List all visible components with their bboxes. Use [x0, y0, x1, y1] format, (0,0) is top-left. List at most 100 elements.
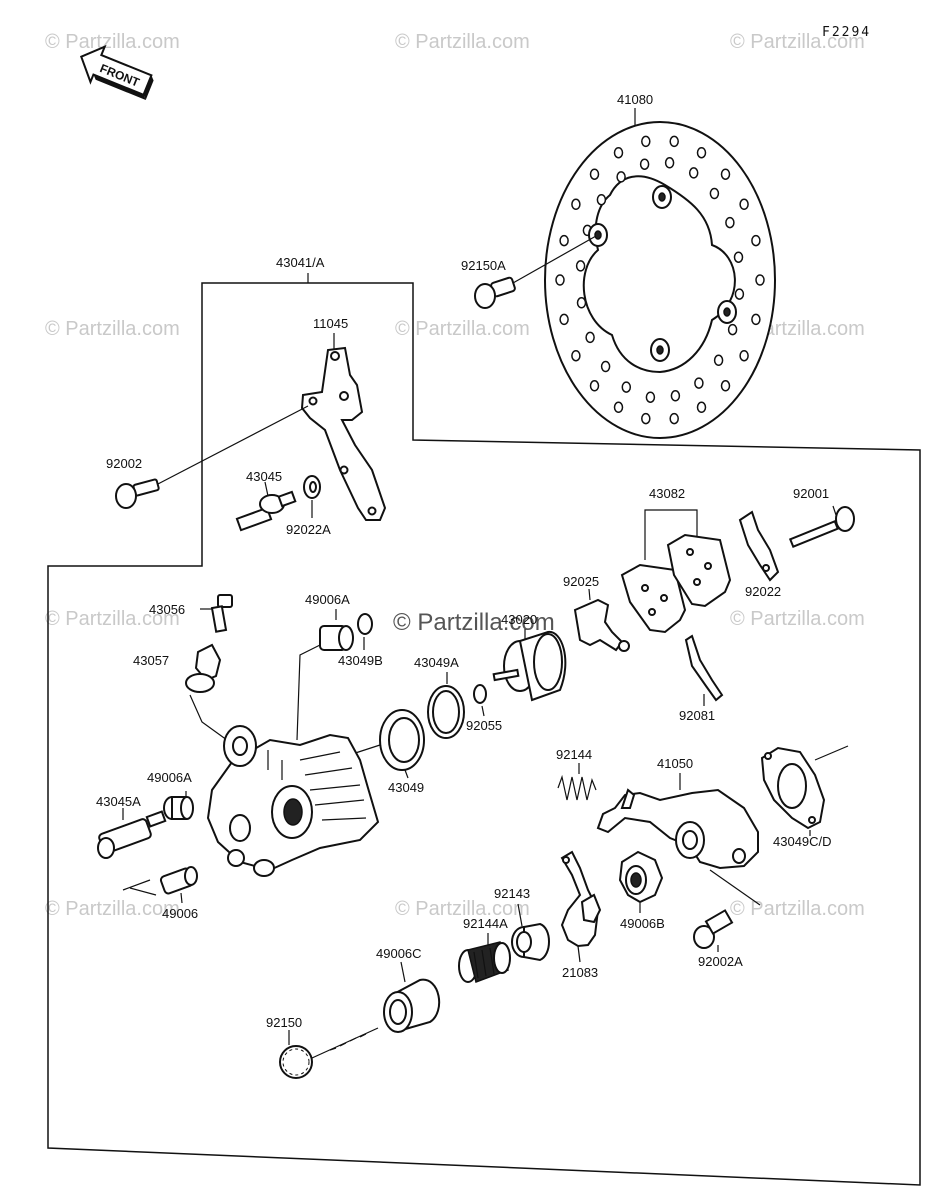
disc-hole	[559, 313, 569, 326]
watermark: © Partzilla.com	[395, 318, 530, 340]
boot-49006B	[618, 850, 664, 913]
label-92150A: 92150A	[461, 258, 506, 273]
disc-hole	[641, 135, 651, 148]
watermark: © Partzilla.com	[730, 31, 865, 53]
front-arrow-icon: FRONT	[79, 44, 154, 100]
label-43057: 43057	[133, 653, 169, 668]
shim-92025	[573, 588, 630, 652]
lever-41050	[596, 773, 759, 870]
disc-hole	[734, 288, 745, 300]
label-43045: 43045	[246, 469, 282, 484]
pin-43045A	[97, 808, 167, 859]
disc-hole	[641, 412, 651, 425]
disc-hole	[669, 412, 679, 425]
spring-92081	[684, 634, 724, 706]
disc-hole	[739, 349, 749, 362]
disc-hole	[664, 157, 675, 169]
label-43082: 43082	[649, 486, 685, 501]
label-92143: 92143	[494, 886, 530, 901]
washer-92022A	[303, 475, 321, 518]
label-43045A: 43045A	[96, 794, 141, 809]
label-92002: 92002	[106, 456, 142, 471]
disc-hole	[571, 198, 581, 211]
watermark: © Partzilla.com	[730, 898, 865, 920]
label-43020: 43020	[501, 612, 537, 627]
label-92022: 92022	[745, 584, 781, 599]
disc-hole	[559, 234, 569, 247]
label-49006C: 49006C	[376, 946, 422, 961]
bolt-92002A	[693, 869, 761, 952]
collar-92143	[511, 903, 550, 962]
watermark: © Partzilla.com	[45, 898, 180, 920]
label-92022A: 92022A	[286, 522, 331, 537]
oring-43049B	[357, 613, 373, 650]
label-92001: 92001	[793, 486, 829, 501]
spring-92144	[557, 763, 597, 801]
bracket	[300, 333, 387, 521]
label-41080: 41080	[617, 92, 653, 107]
disc-hole	[713, 354, 724, 367]
disc-hole	[720, 380, 731, 392]
watermark: © Partzilla.com	[395, 31, 530, 53]
disc-hole	[596, 193, 607, 206]
boot-49006A-lower	[163, 791, 194, 820]
disc-hole	[645, 391, 656, 403]
label-92025: 92025	[563, 574, 599, 589]
disc-hole	[616, 171, 626, 183]
disc-hole	[621, 381, 632, 393]
disc-hole	[613, 401, 624, 414]
disc-hole	[709, 187, 720, 200]
disc-hole	[727, 323, 738, 336]
disc-hole	[669, 135, 679, 148]
boot-49006	[122, 866, 198, 904]
diagram-code: F2294	[822, 25, 871, 40]
label-49006A: 49006A	[305, 592, 350, 607]
pad-pin-bolt	[788, 505, 855, 549]
watermark: © Partzilla.com	[45, 31, 180, 53]
pin-43045	[235, 481, 297, 532]
disc-hole	[696, 401, 707, 414]
disc-hole	[739, 198, 749, 211]
label-92002A: 92002A	[698, 954, 743, 969]
label-49006B: 49006B	[620, 916, 665, 931]
disc-hole	[571, 349, 581, 362]
label-92150: 92150	[266, 1015, 302, 1030]
lever-21083	[560, 850, 602, 963]
label-92055: 92055	[466, 718, 502, 733]
disc-hole	[720, 168, 731, 180]
disc-hole	[733, 251, 744, 263]
label-21083: 21083	[562, 965, 598, 980]
pad-spring-clip	[738, 510, 780, 582]
disc-bolt	[474, 235, 597, 309]
disc-hole	[613, 146, 624, 159]
disc-hole	[639, 158, 650, 170]
watermark: © Partzilla.com	[730, 608, 865, 630]
bleeder-valve	[200, 594, 233, 633]
label-41050: 41050	[657, 756, 693, 771]
assembly-frame	[47, 282, 921, 1186]
label-49006: 49006	[162, 906, 198, 921]
seal-43049	[339, 709, 425, 779]
cap-49006C	[383, 961, 440, 1033]
disc-hole	[694, 377, 704, 389]
label-92144: 92144	[556, 747, 592, 762]
label-49006A-lower: 49006A	[147, 770, 192, 785]
boot-49006A	[296, 609, 354, 741]
disc-hole	[751, 234, 761, 247]
label-43049: 43049	[388, 780, 424, 795]
gasket-43049CD	[760, 745, 849, 836]
disc-hole	[589, 168, 600, 180]
seal-43049A	[427, 672, 465, 739]
label-43049B: 43049B	[338, 653, 383, 668]
caliper-body	[206, 725, 380, 877]
disc-hole	[589, 380, 600, 392]
disc-hole	[585, 331, 595, 344]
watermark: © Partzilla.com	[45, 608, 180, 630]
circlip-92055	[473, 684, 487, 717]
disc-hole	[555, 274, 565, 286]
watermark-center: © Partzilla.com	[393, 609, 555, 636]
piston	[492, 629, 567, 702]
watermark: © Partzilla.com	[45, 318, 180, 340]
spring-92144A	[458, 933, 511, 983]
brake-disc	[544, 108, 776, 439]
